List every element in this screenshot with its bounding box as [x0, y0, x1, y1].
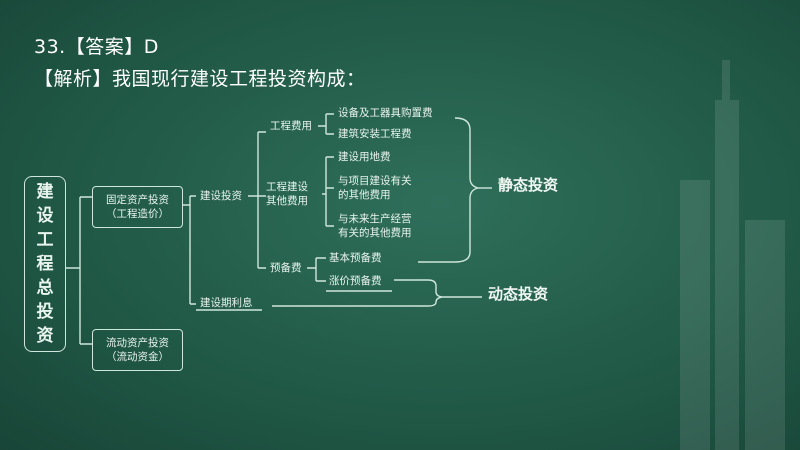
- other-cost-line1: 工程建设: [266, 181, 308, 193]
- working-capital-box: 流动资产投资 （流动资金）: [92, 329, 183, 371]
- price-reserve-label: 涨价预备费: [329, 275, 382, 287]
- fixed-asset-line1: 固定资产投资: [106, 194, 169, 206]
- other-cost-line2: 其他费用: [266, 195, 308, 207]
- question-answer: 33.【答案】D: [34, 36, 159, 58]
- working-capital-line2: （流动资金）: [106, 351, 169, 363]
- static-investment-label: 静态投资: [498, 176, 559, 194]
- working-capital-line1: 流动资产投资: [106, 337, 169, 349]
- reserve-fee-label: 预备费: [270, 262, 302, 274]
- root-char: 设: [36, 206, 54, 226]
- installation-cost-label: 建筑安装工程费: [338, 128, 412, 140]
- basic-reserve-label: 基本预备费: [329, 252, 382, 264]
- project-related-line2: 的其他费用: [338, 189, 391, 201]
- fixed-asset-investment-box: 固定资产投资 （工程造价）: [92, 186, 183, 228]
- fixed-asset-line2: （工程造价）: [106, 208, 169, 220]
- root-char: 程: [36, 254, 54, 274]
- future-related-line1: 与未来生产经营: [338, 213, 412, 225]
- root-char: 投: [36, 302, 54, 322]
- project-related-line1: 与项目建设有关: [338, 175, 412, 187]
- total-investment-box: 建 设 工 程 总 投 资: [24, 176, 66, 352]
- equipment-purchase-label: 设备及工器具购置费: [338, 107, 433, 119]
- root-char: 总: [36, 278, 54, 298]
- root-char: 建: [36, 182, 54, 202]
- land-cost-label: 建设用地费: [338, 151, 391, 163]
- dynamic-investment-label: 动态投资: [488, 285, 549, 303]
- city-background-graphic: [680, 60, 785, 450]
- project-related-cost-label: 与项目建设有关 的其他费用: [338, 174, 412, 202]
- future-related-cost-label: 与未来生产经营 有关的其他费用: [338, 212, 412, 240]
- engineering-cost-label: 工程费用: [270, 120, 312, 132]
- other-cost-label: 工程建设 其他费用: [266, 180, 308, 208]
- construction-interest-label: 建设期利息: [200, 297, 253, 309]
- root-char: 资: [36, 326, 54, 346]
- construction-investment-label: 建设投资: [200, 190, 242, 202]
- root-char: 工: [36, 230, 54, 250]
- analysis-heading: 【解析】我国现行建设工程投资构成：: [34, 68, 366, 90]
- future-related-line2: 有关的其他费用: [338, 227, 412, 239]
